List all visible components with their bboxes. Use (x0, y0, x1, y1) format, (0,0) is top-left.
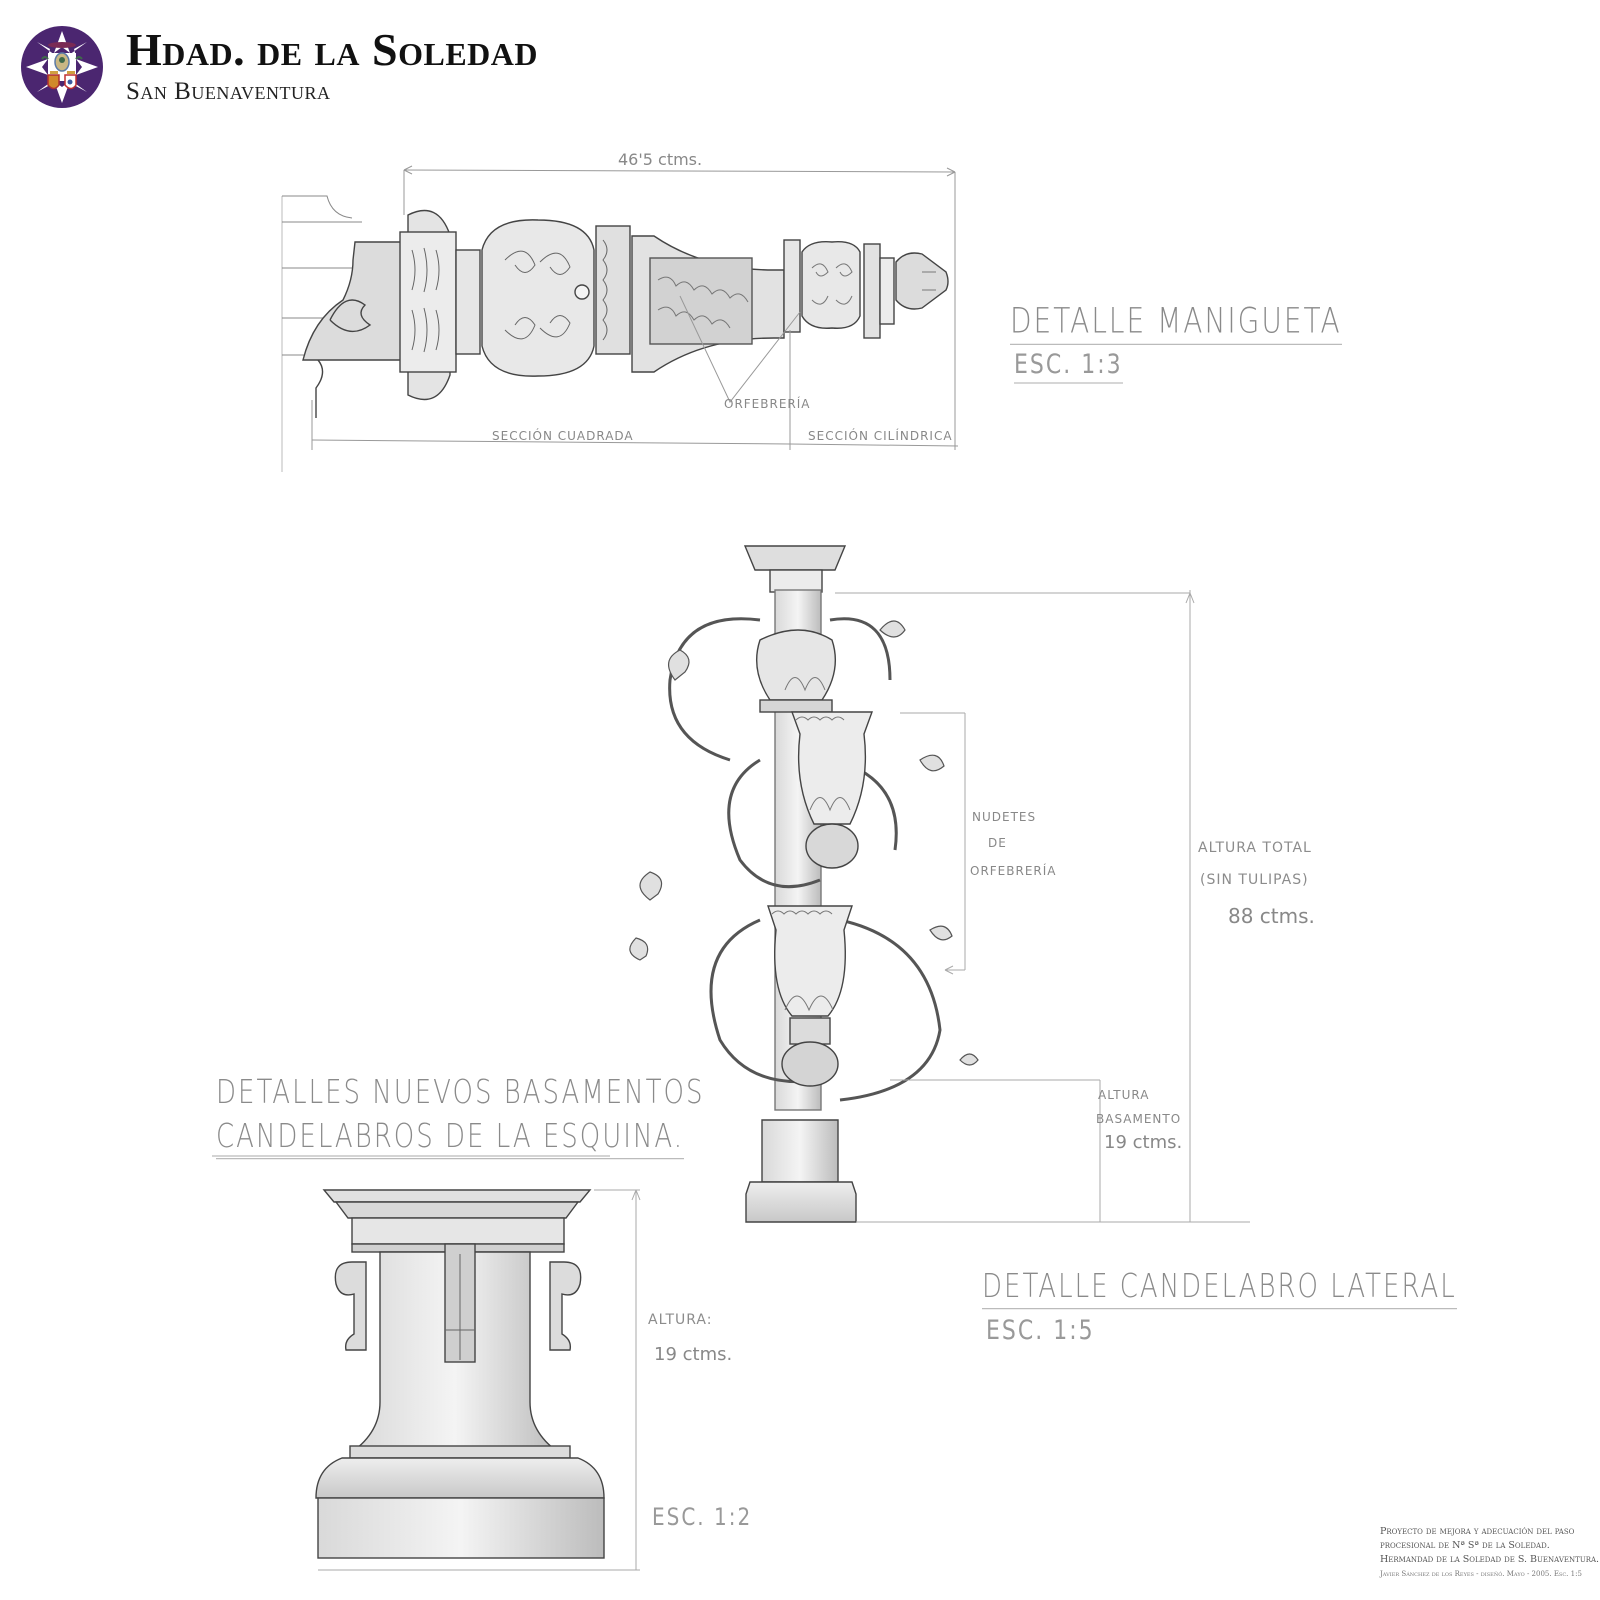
title-block-credit: Javier Sánchez de los Reyes - diseñó. Ma… (1380, 1570, 1582, 1578)
title-block-line3: Hermandad de la Soledad de S. Buenaventu… (1380, 1554, 1600, 1565)
base-height-label-line2: basamento (1096, 1112, 1182, 1126)
brotherhood-title: Hdad. de la Soledad (126, 24, 539, 75)
brotherhood-crest-icon (21, 26, 103, 108)
total-height-label-line1: Altura total (1198, 840, 1312, 856)
title-block-line2: procesional de Nª Sª de la Soledad. (1380, 1540, 1550, 1551)
total-height-label-line2: (sin tulipas) (1200, 872, 1309, 888)
basamento-height-value: 19 ctms. (654, 1344, 733, 1365)
base-height-label-line1: Altura (1098, 1088, 1150, 1102)
title-block-line1: Proyecto de mejora y adecuación del paso (1380, 1526, 1575, 1537)
title-block: Proyecto de mejora y adecuación del paso… (1380, 1525, 1599, 1581)
nudetes-label-line1: Nudetes (972, 810, 1037, 824)
candelabro-scale: Esc. 1:5 (986, 1316, 1095, 1346)
base-height-value: 19 ctms. (1104, 1132, 1183, 1153)
basamento-scale: Esc. 1:2 (652, 1502, 753, 1531)
basamentos-title-line1: Detalles nuevos basamentos (216, 1074, 705, 1112)
candelabro-drawing (629, 545, 1250, 1223)
header-titles: Hdad. de la Soledad San Buenaventura (126, 27, 538, 107)
manigueta-title: Detalle Manigueta (1010, 300, 1342, 345)
total-height-value: 88 ctms. (1228, 904, 1315, 928)
nudetes-label-line2: de (988, 836, 1007, 850)
nudetes-label-line3: orfebrería (970, 864, 1057, 878)
manigueta-section-square: Sección cuadrada (492, 429, 634, 443)
basamentos-title-line2: candelabros de la esquina. (216, 1118, 685, 1160)
manigueta-orfebreria-label: Orfebrería (724, 397, 811, 411)
header: Hdad. de la Soledad San Buenaventura (20, 24, 538, 110)
manigueta-drawing (281, 165, 959, 472)
basamento-height-label: Altura: (648, 1312, 713, 1328)
brotherhood-subtitle: San Buenaventura (126, 78, 331, 105)
manigueta-scale: Esc. 1:3 (1014, 350, 1123, 384)
manigueta-section-cylindrical: Sección cilíndrica (808, 429, 953, 443)
basamento-drawing (212, 1155, 641, 1571)
manigueta-total-length: 46'5 ctms. (618, 150, 703, 169)
candelabro-title: Detalle candelabro lateral (982, 1268, 1457, 1310)
